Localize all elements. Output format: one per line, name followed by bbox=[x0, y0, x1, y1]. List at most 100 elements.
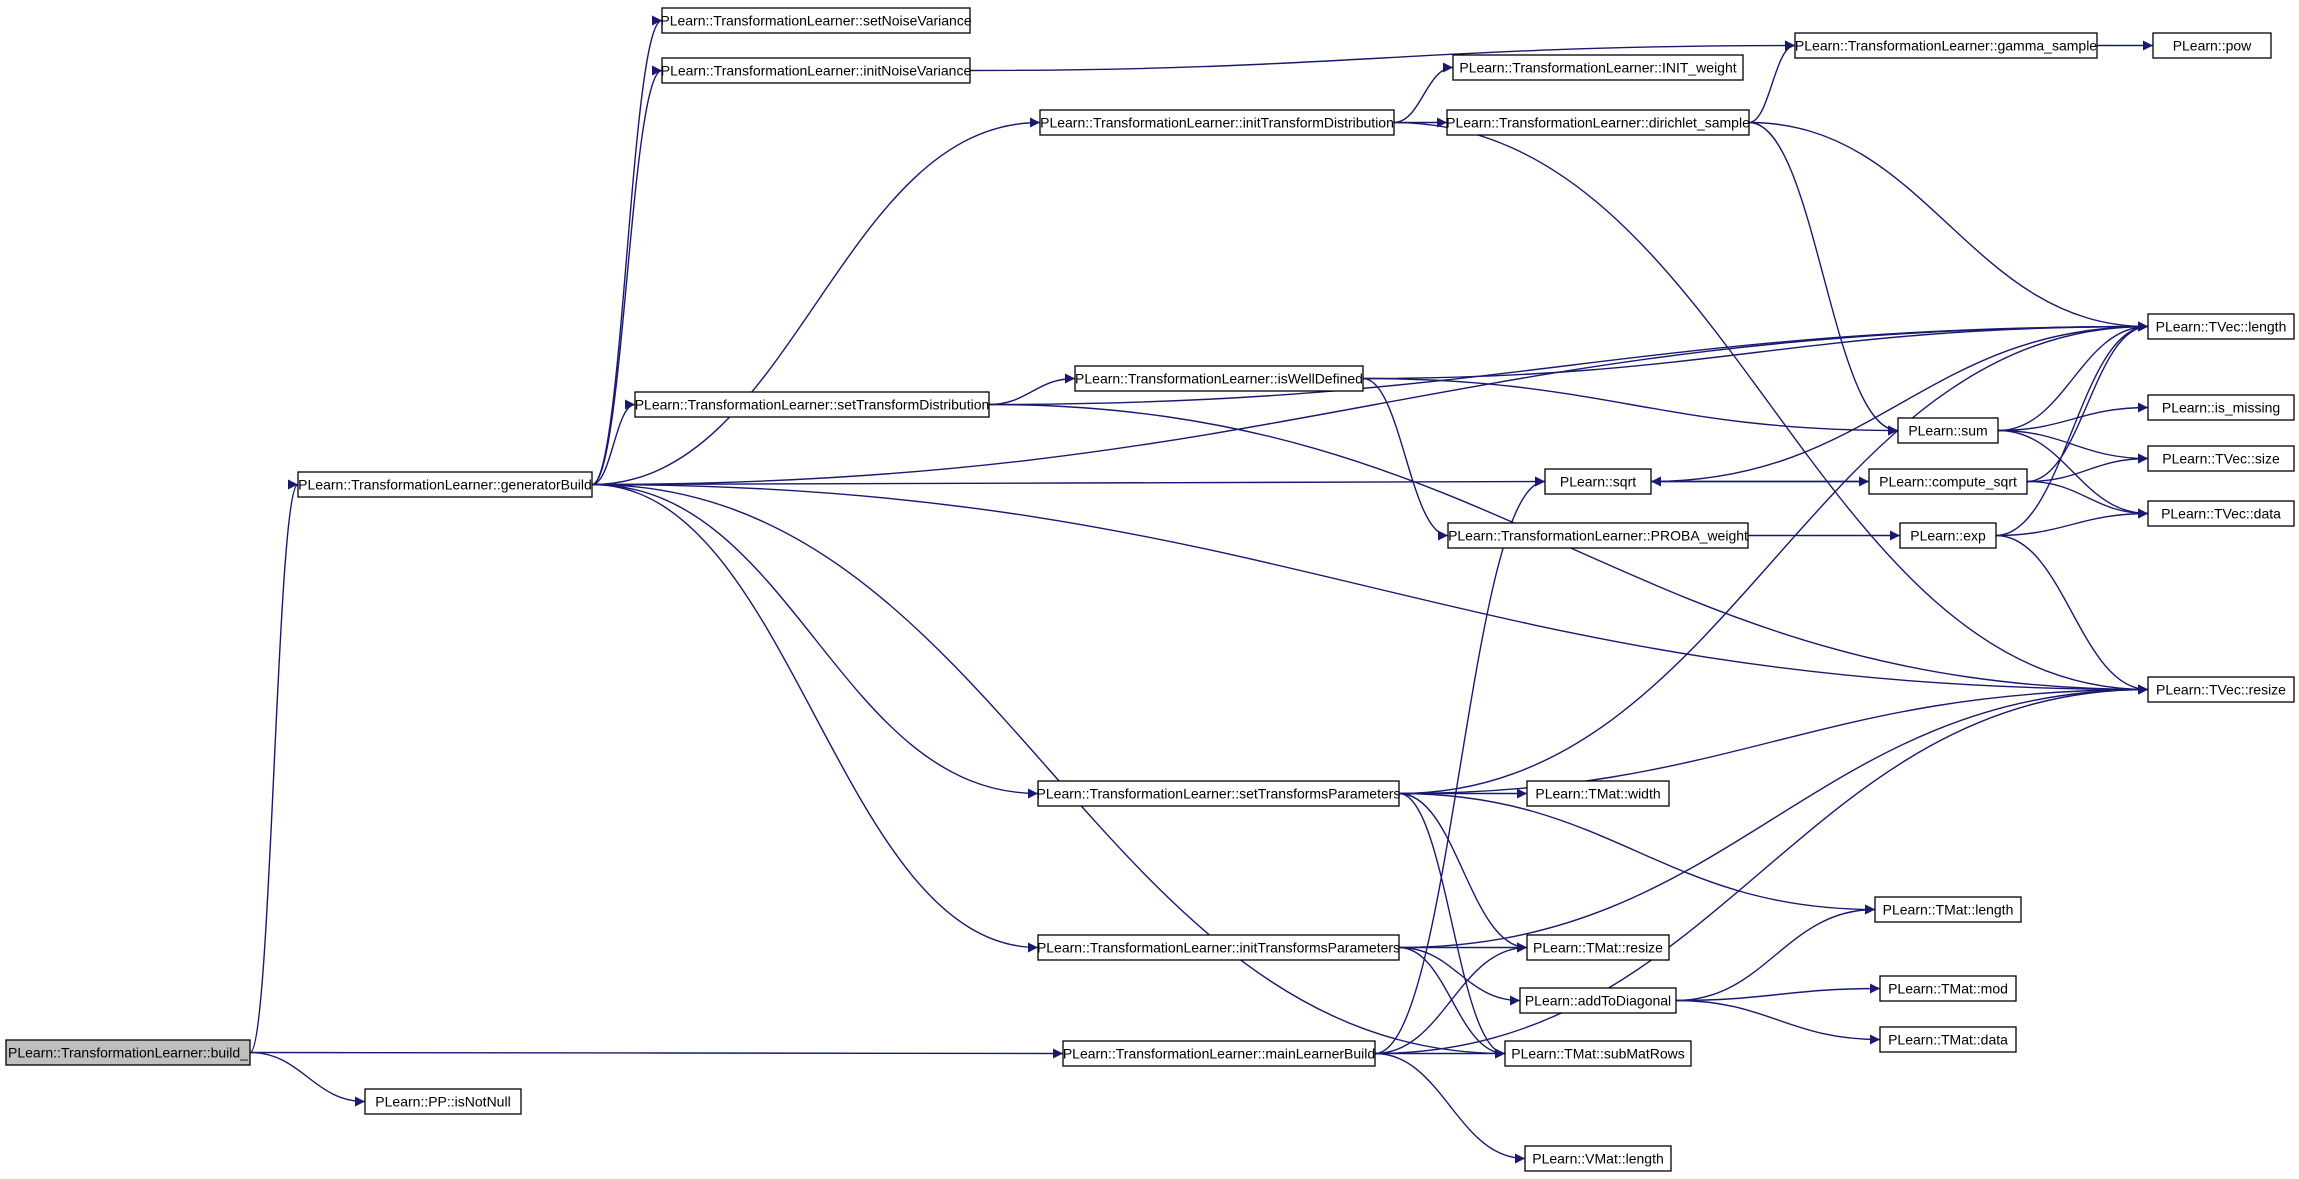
edge-dirichlet_sample-to-tvec_length bbox=[1748, 121, 2149, 332]
edge-setTransformDistribution-to-isWellDefined bbox=[988, 373, 1076, 406]
node-label-tmat-data: PLearn::TMat::data bbox=[1888, 1032, 2008, 1048]
edge-addToDiagonal-to-tmat_data bbox=[1675, 999, 1881, 1045]
node-label-init-transforms-parameters: PLearn::TransformationLearner::initTrans… bbox=[1037, 940, 1400, 956]
edge-exp-to-tvec_data bbox=[1995, 508, 2149, 537]
node-label-tmat-sub-mat-rows: PLearn::TMat::subMatRows bbox=[1511, 1046, 1685, 1062]
node-gamma-sample[interactable]: PLearn::TransformationLearner::gamma_sam… bbox=[1794, 32, 2098, 59]
node-label-generator-build: PLearn::TransformationLearner::generator… bbox=[298, 477, 592, 493]
node-proba-weight[interactable]: PLearn::TransformationLearner::PROBA_wei… bbox=[1447, 522, 1749, 549]
edge-isWellDefined-to-sum bbox=[1362, 377, 1899, 436]
edge-sum-to-tvec_data bbox=[1997, 429, 2149, 519]
edge-build-to-generatorBuild bbox=[249, 479, 299, 1054]
node-layer: PLearn::TransformationLearner::build_ PL… bbox=[5, 7, 2295, 1172]
node-label-add-to-diagonal: PLearn::addToDiagonal bbox=[1525, 993, 1671, 1009]
edge-generatorBuild-to-initTransformsParameters bbox=[591, 483, 1039, 953]
edge-compute_sqrt-to-tvec_size bbox=[2026, 453, 2149, 483]
node-label-tvec-size: PLearn::TVec::size bbox=[2162, 451, 2280, 467]
edge-build-to-isNotNull bbox=[249, 1051, 366, 1107]
node-tmat-data[interactable]: PLearn::TMat::data bbox=[1879, 1026, 2017, 1053]
edge-initTransformsParameters-to-addToDiagonal bbox=[1398, 946, 1521, 1006]
node-label-main-learner-build: PLearn::TransformationLearner::mainLearn… bbox=[1063, 1046, 1375, 1062]
edge-mainLearnerBuild-to-tvec_resize bbox=[1374, 684, 2149, 1055]
edge-generatorBuild-to-tvec_resize bbox=[591, 483, 2149, 695]
node-sqrt[interactable]: PLearn::sqrt bbox=[1544, 468, 1652, 495]
edge-generatorBuild-to-setTransformsParameters bbox=[591, 483, 1039, 799]
node-label-is-not-null: PLearn::PP::isNotNull bbox=[375, 1094, 510, 1110]
edge-generatorBuild-to-sqrt bbox=[591, 476, 1546, 487]
node-label-set-noise-variance: PLearn::TransformationLearner::setNoiseV… bbox=[660, 13, 971, 29]
edge-mainLearnerBuild-to-vmat_length bbox=[1374, 1052, 1526, 1164]
node-label-set-transform-distribution: PLearn::TransformationLearner::setTransf… bbox=[635, 397, 990, 413]
node-label-tvec-length: PLearn::TVec::length bbox=[2156, 319, 2287, 335]
edge-initTransformsParameters-to-tmat_subMatRows bbox=[1398, 946, 1506, 1059]
edge-sum-to-tvec_size bbox=[1997, 429, 2149, 464]
node-build[interactable]: PLearn::TransformationLearner::build_ bbox=[5, 1039, 251, 1066]
edge-generatorBuild-to-tmat_subMatRows bbox=[591, 483, 1506, 1059]
node-label-tvec-resize: PLearn::TVec::resize bbox=[2156, 682, 2286, 698]
node-label-build: PLearn::TransformationLearner::build_ bbox=[8, 1045, 248, 1061]
node-init-noise-variance[interactable]: PLearn::TransformationLearner::initNoise… bbox=[661, 57, 972, 84]
node-tmat-width[interactable]: PLearn::TMat::width bbox=[1526, 780, 1670, 807]
node-tmat-length[interactable]: PLearn::TMat::length bbox=[1874, 896, 2022, 923]
edge-build-to-mainLearnerBuild bbox=[249, 1048, 1064, 1059]
node-init-transform-distribution[interactable]: PLearn::TransformationLearner::initTrans… bbox=[1039, 109, 1395, 136]
node-label-tvec-data: PLearn::TVec::data bbox=[2161, 506, 2281, 522]
edge-mainLearnerBuild-to-tmat_resize bbox=[1374, 942, 1528, 1055]
node-vmat-length[interactable]: PLearn::VMat::length bbox=[1524, 1145, 1672, 1172]
edge-addToDiagonal-to-tmat_mod bbox=[1675, 983, 1881, 1002]
node-set-transforms-parameters[interactable]: PLearn::TransformationLearner::setTransf… bbox=[1037, 780, 1401, 807]
node-tvec-length[interactable]: PLearn::TVec::length bbox=[2147, 313, 2295, 340]
node-is-well-defined[interactable]: PLearn::TransformationLearner::isWellDef… bbox=[1074, 365, 1364, 392]
node-label-init-transform-distribution: PLearn::TransformationLearner::initTrans… bbox=[1040, 115, 1394, 131]
node-label-tmat-width: PLearn::TMat::width bbox=[1535, 786, 1660, 802]
node-add-to-diagonal[interactable]: PLearn::addToDiagonal bbox=[1519, 987, 1677, 1014]
node-label-init-weight: PLearn::TransformationLearner::INIT_weig… bbox=[1459, 60, 1736, 76]
node-label-set-transforms-parameters: PLearn::TransformationLearner::setTransf… bbox=[1037, 786, 1401, 802]
node-label-is-well-defined: PLearn::TransformationLearner::isWellDef… bbox=[1075, 371, 1363, 387]
edge-initNoiseVariance-to-gamma_sample bbox=[969, 40, 1796, 72]
node-tmat-sub-mat-rows[interactable]: PLearn::TMat::subMatRows bbox=[1504, 1040, 1692, 1067]
edge-exp-to-tvec_resize bbox=[1995, 534, 2149, 695]
node-pow[interactable]: PLearn::pow bbox=[2152, 32, 2272, 59]
edge-isWellDefined-to-tvec_length bbox=[1362, 321, 2149, 380]
node-tmat-mod[interactable]: PLearn::TMat::mod bbox=[1879, 975, 2017, 1002]
edge-initTransformDistribution-to-INIT_weight bbox=[1393, 62, 1454, 124]
node-set-transform-distribution[interactable]: PLearn::TransformationLearner::setTransf… bbox=[634, 391, 990, 418]
node-is-missing[interactable]: PLearn::is_missing bbox=[2147, 394, 2295, 421]
node-init-transforms-parameters[interactable]: PLearn::TransformationLearner::initTrans… bbox=[1037, 934, 1400, 961]
node-label-sqrt: PLearn::sqrt bbox=[1560, 474, 1636, 490]
node-label-gamma-sample: PLearn::TransformationLearner::gamma_sam… bbox=[1795, 38, 2097, 54]
node-compute-sqrt[interactable]: PLearn::compute_sqrt bbox=[1868, 468, 2028, 495]
edge-isWellDefined-to-PROBA_weight bbox=[1362, 377, 1449, 541]
node-label-tmat-mod: PLearn::TMat::mod bbox=[1888, 981, 2008, 997]
edge-dirichlet_sample-to-gamma_sample bbox=[1748, 40, 1796, 124]
node-set-noise-variance[interactable]: PLearn::TransformationLearner::setNoiseV… bbox=[660, 7, 972, 34]
edge-addToDiagonal-to-tmat_length bbox=[1675, 904, 1876, 1002]
node-label-exp: PLearn::exp bbox=[1910, 528, 1986, 544]
node-label-proba-weight: PLearn::TransformationLearner::PROBA_wei… bbox=[1448, 528, 1748, 544]
edge-generatorBuild-to-tvec_length bbox=[591, 321, 2149, 486]
edge-sum-to-is_missing bbox=[1997, 402, 2149, 432]
node-tvec-data[interactable]: PLearn::TVec::data bbox=[2147, 500, 2295, 527]
edge-sum-to-tvec_length bbox=[1997, 321, 2149, 432]
edge-setTransformsParameters-to-tmat_subMatRows bbox=[1398, 792, 1506, 1059]
node-sum[interactable]: PLearn::sum bbox=[1897, 417, 1999, 444]
node-generator-build[interactable]: PLearn::TransformationLearner::generator… bbox=[297, 471, 593, 498]
node-tvec-size[interactable]: PLearn::TVec::size bbox=[2147, 445, 2295, 472]
edge-exp-to-tvec_length bbox=[1995, 321, 2149, 537]
node-label-compute-sqrt: PLearn::compute_sqrt bbox=[1879, 474, 2017, 490]
edge-setTransformsParameters-to-tvec_resize bbox=[1398, 684, 2149, 795]
node-label-sum: PLearn::sum bbox=[1908, 423, 1987, 439]
node-label-dirichlet-sample: PLearn::TransformationLearner::dirichlet… bbox=[1446, 115, 1750, 131]
node-init-weight[interactable]: PLearn::TransformationLearner::INIT_weig… bbox=[1452, 54, 1744, 81]
node-exp[interactable]: PLearn::exp bbox=[1899, 522, 1997, 549]
edge-compute_sqrt-to-tvec_length bbox=[2026, 321, 2149, 483]
node-tmat-resize[interactable]: PLearn::TMat::resize bbox=[1526, 934, 1670, 961]
node-dirichlet-sample[interactable]: PLearn::TransformationLearner::dirichlet… bbox=[1446, 109, 1750, 136]
node-label-vmat-length: PLearn::VMat::length bbox=[1532, 1151, 1664, 1167]
node-main-learner-build[interactable]: PLearn::TransformationLearner::mainLearn… bbox=[1062, 1040, 1376, 1067]
edge-generatorBuild-to-setTransformDistribution bbox=[591, 399, 636, 486]
edge-generatorBuild-to-initNoiseVariance bbox=[591, 65, 663, 486]
node-tvec-resize[interactable]: PLearn::TVec::resize bbox=[2147, 676, 2295, 703]
node-is-not-null[interactable]: PLearn::PP::isNotNull bbox=[364, 1088, 522, 1115]
